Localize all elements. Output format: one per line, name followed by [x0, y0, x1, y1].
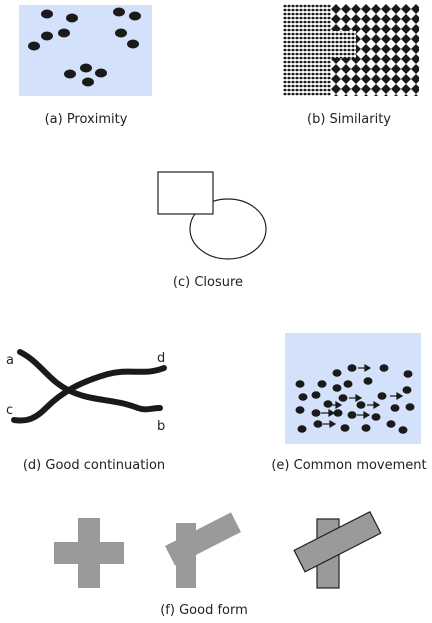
- movement-dot: [379, 364, 389, 372]
- movement-dot: [402, 386, 412, 394]
- closure-square: [157, 171, 214, 215]
- good-form-cross: [54, 518, 124, 588]
- movement-dot: [298, 393, 308, 401]
- movement-dot: [297, 425, 307, 433]
- good-form-outlined-bars: [293, 510, 382, 589]
- common-movement-dots: [295, 364, 415, 434]
- caption-similarity: (b) Similarity: [307, 112, 391, 127]
- proximity-dot: [95, 68, 107, 78]
- movement-dot: [332, 384, 342, 392]
- label-b: b: [157, 419, 165, 434]
- movement-dot: [340, 424, 350, 432]
- movement-dot: [361, 424, 371, 432]
- proximity-dot: [41, 9, 53, 19]
- proximity-dots: [28, 7, 141, 87]
- movement-dot: [371, 413, 381, 421]
- proximity-dot: [129, 11, 141, 21]
- closure-figure: [157, 171, 267, 260]
- movement-dot: [377, 392, 387, 400]
- label-d: d: [157, 351, 165, 366]
- curve-c-to-d: [11, 365, 167, 424]
- movement-dot: [311, 409, 321, 417]
- common-movement-background: [285, 333, 421, 444]
- movement-dot: [386, 420, 396, 428]
- movement-dot: [311, 391, 321, 399]
- similarity-panel: [283, 4, 419, 96]
- movement-dot: [333, 409, 343, 417]
- proximity-panel: [19, 5, 152, 96]
- movement-dot: [398, 426, 408, 434]
- caption-closure: (c) Closure: [173, 275, 243, 290]
- label-c: c: [6, 403, 13, 418]
- similarity-diamond-texture: [331, 4, 419, 96]
- proximity-dot: [41, 31, 53, 41]
- movement-dot: [403, 370, 413, 378]
- proximity-dot: [113, 7, 125, 17]
- arrow-right-icon: [349, 393, 363, 403]
- caption-proximity: (a) Proximity: [45, 112, 128, 127]
- arrow-right-icon: [323, 419, 337, 429]
- common-movement-panel: [285, 333, 421, 444]
- arrow-right-icon: [328, 400, 343, 410]
- movement-dot: [405, 403, 415, 411]
- continuation-figure: [11, 349, 167, 424]
- movement-dot: [313, 420, 323, 428]
- arrow-right-icon: [357, 410, 371, 420]
- proximity-dot: [127, 39, 139, 49]
- movement-dot: [347, 364, 357, 372]
- label-a: a: [6, 353, 14, 368]
- good-form-overlapping-bars: [165, 512, 241, 588]
- movement-dot: [356, 401, 366, 409]
- movement-dot: [390, 404, 400, 412]
- movement-dot: [338, 394, 348, 402]
- movement-dot: [323, 400, 333, 408]
- movement-dot: [295, 380, 305, 388]
- movement-dot: [343, 380, 353, 388]
- arrow-right-icon: [390, 391, 404, 401]
- curve-a-to-b: [17, 349, 163, 413]
- proximity-dot: [115, 28, 127, 38]
- proximity-dot: [64, 69, 76, 79]
- arrow-right-icon: [321, 408, 336, 418]
- caption-good-form: (f) Good form: [160, 603, 248, 618]
- movement-dot: [363, 377, 373, 385]
- movement-dot: [347, 411, 357, 419]
- movement-dot: [317, 380, 327, 388]
- proximity-dot: [58, 28, 70, 38]
- arrow-right-icon: [358, 363, 372, 373]
- movement-dot: [332, 369, 342, 377]
- arrow-right-icon: [367, 400, 381, 410]
- proximity-dot: [82, 77, 94, 87]
- motion-arrows: [321, 363, 404, 429]
- proximity-dot: [28, 41, 40, 51]
- proximity-dot: [80, 63, 92, 73]
- good-form-figure: [54, 510, 382, 589]
- proximity-dot: [66, 13, 78, 23]
- movement-dot: [295, 406, 305, 414]
- caption-common-movement: (e) Common movement: [271, 458, 426, 473]
- caption-good-continuation: (d) Good continuation: [23, 458, 165, 473]
